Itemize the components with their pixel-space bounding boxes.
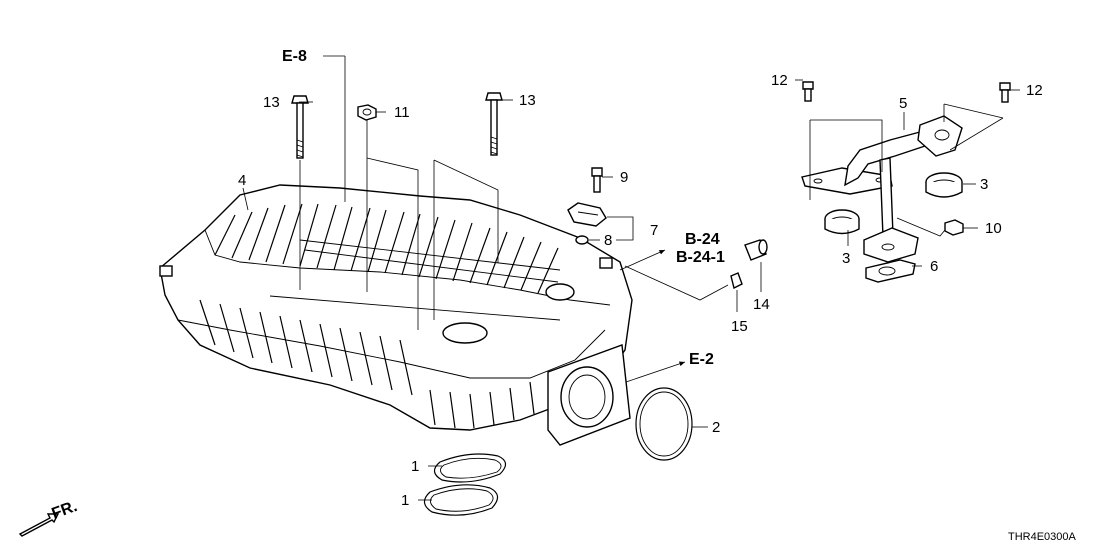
seal-3-left	[824, 209, 860, 235]
bolt-13-right	[485, 92, 503, 156]
callout-14: 14	[753, 296, 770, 313]
callout-15: 15	[731, 318, 748, 335]
nut-10	[944, 219, 964, 236]
callout-13-left: 13	[263, 94, 280, 111]
direction-label: FR.	[50, 498, 80, 523]
callout-10: 10	[985, 220, 1002, 237]
ref-b24: B-24	[685, 231, 720, 248]
callout-12-left: 12	[771, 72, 788, 89]
callout-12-right: 12	[1026, 82, 1043, 99]
callout-4: 4	[238, 172, 246, 189]
ref-b24-1: B-24-1	[676, 249, 725, 266]
intake-manifold	[159, 184, 633, 446]
egr-pipe-5	[801, 81, 1011, 263]
callout-3-left: 3	[842, 250, 850, 267]
callout-5: 5	[899, 95, 907, 112]
callout-11: 11	[394, 104, 410, 121]
callout-7: 7	[650, 222, 658, 239]
callout-13-right: 13	[519, 92, 536, 109]
gasket-6	[865, 259, 916, 283]
callout-9: 9	[620, 169, 628, 186]
sensor-7	[567, 167, 607, 245]
seal-3-right	[925, 172, 963, 198]
gasket-1-upper	[433, 453, 507, 483]
callout-8: 8	[604, 232, 612, 249]
callout-6: 6	[930, 258, 938, 275]
nut-11	[357, 104, 377, 121]
clip-15	[730, 272, 743, 290]
callout-1-lower: 1	[401, 492, 409, 509]
callout-2: 2	[712, 419, 720, 436]
gasket-1-lower	[423, 484, 499, 516]
callout-3-right: 3	[980, 176, 988, 193]
gasket-2	[635, 387, 693, 461]
ref-e8: E-8	[282, 48, 307, 65]
front-direction-arrow-icon	[18, 513, 60, 537]
callout-1-upper: 1	[411, 458, 419, 475]
hose-14	[744, 239, 768, 261]
diagram-code: THR4E0300A	[1008, 531, 1077, 543]
leader-lines	[242, 55, 1020, 501]
ref-e2: E-2	[689, 351, 714, 368]
bolt-13-left	[291, 95, 309, 159]
